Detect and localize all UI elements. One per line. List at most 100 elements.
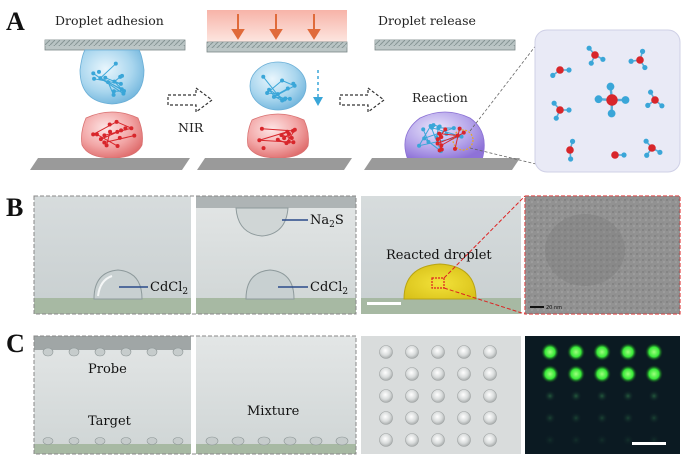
photo-c3-array xyxy=(361,336,521,454)
array-well xyxy=(483,345,497,359)
array-well xyxy=(457,411,471,425)
fluorescence-spot xyxy=(596,434,608,446)
fluorescence-spot xyxy=(544,412,556,424)
nir-arrow: NIR xyxy=(167,86,213,135)
array-well xyxy=(483,433,497,447)
fluorescence-spot xyxy=(593,343,611,361)
array-well xyxy=(457,433,471,447)
array-well xyxy=(405,433,419,447)
probe-droplet xyxy=(120,347,132,357)
blue-droplet-2 xyxy=(249,61,307,111)
mixture-droplet xyxy=(335,436,349,446)
bottom-plate-1 xyxy=(30,158,190,170)
probe-droplet xyxy=(172,347,184,357)
target-droplet xyxy=(146,437,158,445)
step3-schematic: Reaction xyxy=(364,39,541,170)
fluorescence-spot xyxy=(544,390,556,402)
red-molecules-1 xyxy=(91,119,137,149)
photo-c4-fluorescence xyxy=(525,336,680,454)
blue-droplet-1 xyxy=(79,49,145,105)
target-droplet xyxy=(172,437,184,445)
array-well xyxy=(431,345,445,359)
panel-b-letter: B xyxy=(6,193,23,222)
cdcl2-droplet-b2 xyxy=(245,269,295,300)
array-well xyxy=(483,411,497,425)
red-droplet-1 xyxy=(81,111,143,159)
array-well xyxy=(457,367,471,381)
probe-droplet xyxy=(146,347,158,357)
fluorescence-spot xyxy=(622,412,634,424)
cdcl2-label-b2: CdCl2 xyxy=(310,280,348,297)
reaction-label: Reaction xyxy=(412,90,468,105)
na2s-droplet xyxy=(235,207,289,237)
tem-scale-label: 20 nm xyxy=(546,305,562,311)
fluorescence-spot xyxy=(541,343,559,361)
probe-label: Probe xyxy=(88,362,127,377)
array-well xyxy=(379,345,393,359)
mixed-droplet xyxy=(404,111,485,161)
target-droplet xyxy=(42,437,54,445)
molecule-1 xyxy=(550,66,572,78)
fluorescence-spot xyxy=(622,434,634,446)
photo-c1: Probe Target xyxy=(34,336,191,454)
molecule-5 xyxy=(645,89,665,109)
fluorescence-spot xyxy=(567,343,585,361)
molecule-6 xyxy=(566,138,576,162)
molecule-3 xyxy=(628,48,648,71)
array-well xyxy=(483,389,497,403)
panel-c-letter: C xyxy=(6,329,25,358)
array-well xyxy=(457,345,471,359)
na2s-label: Na2S xyxy=(310,213,344,230)
array-well xyxy=(379,367,393,381)
photo-b2: Na2S CdCl2 xyxy=(196,196,356,314)
step1-schematic xyxy=(30,39,190,170)
fluorescence-spot xyxy=(596,390,608,402)
molecule-center xyxy=(594,82,630,118)
red-molecules-2 xyxy=(257,126,297,151)
fluorescence-spot xyxy=(593,365,611,383)
photo-b3: Reacted droplet xyxy=(361,196,521,314)
release-arrow xyxy=(339,86,385,114)
photo-b1: CdCl2 xyxy=(34,196,191,314)
reacted-droplet xyxy=(403,263,477,300)
array-well xyxy=(457,389,471,403)
mixture-droplet xyxy=(257,436,271,446)
fluorescence-spot xyxy=(648,412,660,424)
molecule-4 xyxy=(551,100,572,121)
droplet-adhesion-title: Droplet adhesion xyxy=(55,13,164,28)
array-well xyxy=(405,389,419,403)
mixture-droplet xyxy=(309,436,323,446)
array-well xyxy=(379,389,393,403)
fluorescence-spot xyxy=(619,343,637,361)
array-well xyxy=(483,367,497,381)
array-well xyxy=(431,433,445,447)
photo-b4-tem: 20 nm xyxy=(524,195,681,315)
molecule-7 xyxy=(611,151,627,159)
molecule-2 xyxy=(586,45,606,66)
molecule-clusters xyxy=(91,45,665,162)
blue-molecules-2 xyxy=(261,74,297,103)
probe-droplet xyxy=(42,347,54,357)
target-label: Target xyxy=(88,414,132,429)
fluorescence-spot xyxy=(567,365,585,383)
panel-a-letter: A xyxy=(6,7,25,36)
scale-bar-c4 xyxy=(632,442,666,445)
fluorescence-spot xyxy=(570,390,582,402)
fluorescence-spot xyxy=(648,390,660,402)
mixture-droplet xyxy=(231,436,245,446)
mixture-droplet xyxy=(283,436,297,446)
probe-droplet xyxy=(94,347,106,357)
target-droplet xyxy=(68,437,80,445)
array-well xyxy=(431,411,445,425)
red-molecules-3 xyxy=(435,126,466,153)
droplet-release-title: Droplet release xyxy=(378,13,476,28)
zoom-circle xyxy=(452,129,474,151)
red-droplet-2 xyxy=(247,113,309,159)
array-well xyxy=(405,345,419,359)
fluorescence-spot xyxy=(645,365,663,383)
panel-b: B CdCl2 Na2S CdCl2 Reacted d xyxy=(6,193,681,315)
fluorescence-spot xyxy=(544,434,556,446)
blue-molecules-1 xyxy=(91,61,127,97)
fluorescence-spot xyxy=(570,412,582,424)
